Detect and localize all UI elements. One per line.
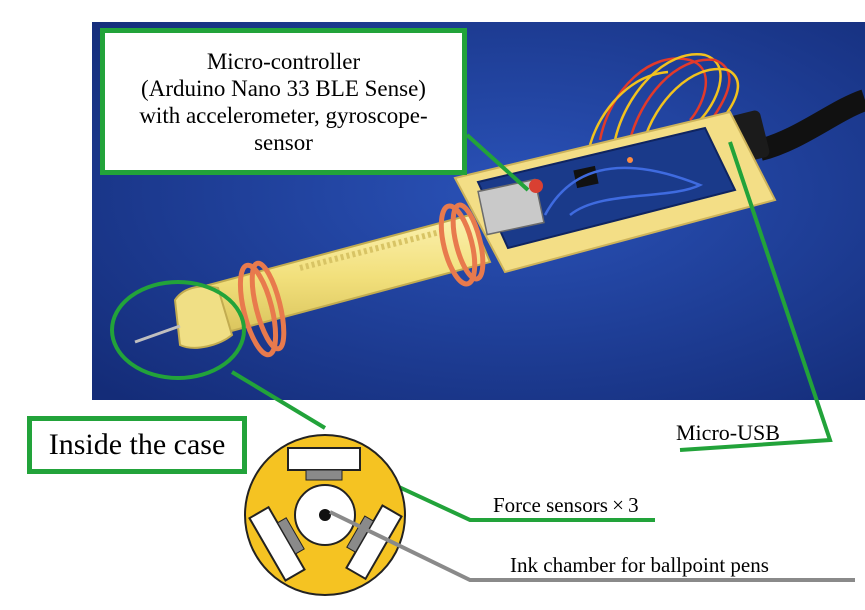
microcontroller-line-4: sensor xyxy=(254,129,313,155)
inside-leader xyxy=(230,370,327,430)
tip-highlight-ellipse xyxy=(110,280,246,380)
ink-chamber-core xyxy=(319,509,331,521)
force-sensors-label: Force sensors × 3 xyxy=(493,493,639,517)
micro-usb-label: Micro-USB xyxy=(676,420,780,445)
ink-chamber-label: Ink chamber for ballpoint pens xyxy=(510,553,769,577)
inside-case-callout: Inside the case xyxy=(27,416,247,474)
led xyxy=(627,157,633,163)
blue-wires xyxy=(543,166,704,216)
force-sensor-top xyxy=(287,447,361,471)
force-sensor-pad-top xyxy=(305,469,343,481)
usb-cable xyxy=(756,89,865,161)
sensor-wires xyxy=(588,53,740,146)
pen-cross-section-diagram xyxy=(244,434,406,596)
microcontroller-line-3: with accelerometer, gyroscope- xyxy=(139,102,428,128)
inside-case-label: Inside the case xyxy=(48,428,226,461)
usb-leader xyxy=(679,141,833,452)
pen-tip xyxy=(134,324,181,344)
force-sensor-pad-right xyxy=(276,517,305,555)
board-logo xyxy=(529,179,543,193)
ble-module xyxy=(477,178,545,236)
pen-device-photo xyxy=(92,22,865,400)
microcontroller-line-1: Micro-controller xyxy=(206,48,361,74)
ink-leader xyxy=(329,510,855,582)
pen-body xyxy=(134,213,492,349)
rubber-bands xyxy=(237,202,486,358)
microcontroller-callout: Micro-controller (Arduino Nano 33 BLE Se… xyxy=(100,28,467,175)
force-sensor-pad-left xyxy=(346,515,375,553)
microcontroller-line-2: (Arduino Nano 33 BLE Sense) xyxy=(141,75,426,101)
mc-leader xyxy=(465,133,530,192)
